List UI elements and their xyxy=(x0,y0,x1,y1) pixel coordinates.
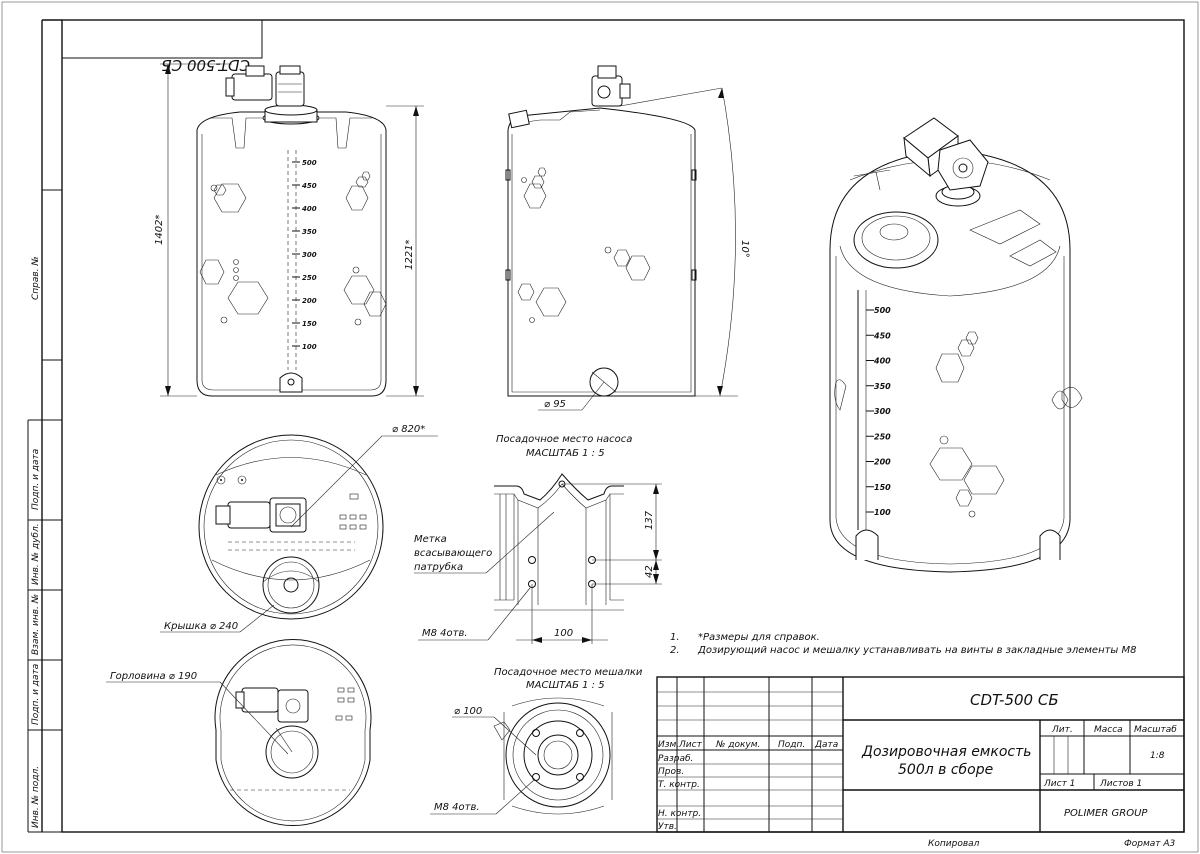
mixer-seat-detail: Посадочное место мешалки МАСШТАБ 1 : 5 ⌀… xyxy=(430,667,643,815)
iso-scale-label: 200 xyxy=(874,458,891,467)
tb-code: CDT-500 СБ xyxy=(970,691,1059,709)
format-label: Формат А3 xyxy=(1124,839,1176,849)
side-stamp: Справ. № Подп. и дата Инв. № дубл. Взам.… xyxy=(27,19,62,833)
pump-mark-line2: всасывающего xyxy=(414,548,492,559)
pump-mark-line1: Метка xyxy=(414,534,447,545)
iso-scale-label: 450 xyxy=(873,331,891,340)
iso-scale-label: 150 xyxy=(874,483,891,492)
dim-angle: 10° xyxy=(739,240,750,258)
tb-company: POLIMER GROUP xyxy=(1064,808,1148,819)
tb-masshtab: Масштаб xyxy=(1134,725,1177,735)
dim-42: 42 xyxy=(644,565,655,578)
iso-scale-label: 400 xyxy=(873,357,891,366)
mixer-seat-title: Посадочное место мешалки xyxy=(494,667,643,678)
tb-col-data: Дата xyxy=(814,740,838,750)
copied-label: Копировал xyxy=(928,839,980,849)
front-scale-label: 400 xyxy=(302,205,317,213)
tb-prov: Пров. xyxy=(658,767,684,777)
tb-lit: Лит. xyxy=(1051,725,1073,735)
pump-mark-line3: патрубка xyxy=(414,561,463,573)
dim-lid: Крышка ⌀ 240 xyxy=(164,621,238,632)
front-view: 500 450 400 350 300 250 200 150 100 1402* xyxy=(154,63,424,397)
mixer-seat-scale: МАСШТАБ 1 : 5 xyxy=(526,680,605,691)
side-view: 10° ⌀ 95 xyxy=(505,65,750,411)
note-2-num: 2. xyxy=(670,645,680,656)
tb-col-podp: Подп. xyxy=(778,740,805,750)
dim-1221: 1221* xyxy=(404,240,415,270)
title-block: Изм. Лист № докум. Подп. Дата Разраб. Пр… xyxy=(656,676,1185,833)
front-scale-label: 300 xyxy=(302,251,317,259)
front-scale-label: 250 xyxy=(302,274,317,282)
tb-col-izm: Изм. xyxy=(658,740,679,750)
tb-col-list: Лист xyxy=(678,740,703,750)
mirrored-code-box: CDT-500 СБ xyxy=(61,19,263,74)
pump-seat-detail: Посадочное место насоса МАСШТАБ 1 : 5 13… xyxy=(414,434,662,644)
iso-scale-marks: 500 450 400 350 300 250 200 150 100 xyxy=(866,306,891,517)
iso-scale-label: 300 xyxy=(874,407,891,416)
iso-scale-label: 350 xyxy=(874,382,891,391)
inner-frame xyxy=(61,19,1185,833)
front-scale-label: 150 xyxy=(302,320,317,328)
stamp-podp-data-1: Подп. и дата xyxy=(31,449,41,510)
front-scale-label: 350 xyxy=(302,228,317,236)
mixer-m8: M8 4отв. xyxy=(434,802,480,813)
tb-scale: 1:8 xyxy=(1150,751,1165,761)
pump-m8: M8 4отв. xyxy=(422,628,468,639)
iso-scale-label: 500 xyxy=(874,306,891,315)
pump-seat-title: Посадочное место насоса xyxy=(496,434,632,445)
iso-scale-label: 250 xyxy=(874,432,891,441)
dim-diam-95: ⌀ 95 xyxy=(544,399,566,410)
iso-scale-label: 100 xyxy=(874,508,891,517)
notes: 1. *Размеры для справок. 2. Дозирующий н… xyxy=(670,632,1137,656)
dim-100: 100 xyxy=(554,628,573,639)
stamp-sprav: Справ. № xyxy=(31,256,41,300)
tb-col-doc: № докум. xyxy=(715,740,760,750)
dim-137: 137 xyxy=(644,510,655,530)
stamp-inv-dubl: Инв. № дубл. xyxy=(31,523,41,585)
mirrored-code: CDT-500 СБ xyxy=(161,56,250,74)
note-1-num: 1. xyxy=(670,632,680,643)
front-scale-marks: 500 450 400 350 300 250 200 150 100 xyxy=(292,159,317,351)
pump-seat-scale: МАСШТАБ 1 : 5 xyxy=(526,448,605,459)
tb-name-2: 500л в сборе xyxy=(898,762,993,778)
tb-massa: Масса xyxy=(1094,725,1123,735)
tb-tkontr: Т. контр. xyxy=(658,780,700,790)
note-1: *Размеры для справок. xyxy=(698,632,820,643)
front-scale-label: 500 xyxy=(302,159,317,167)
front-scale-label: 100 xyxy=(302,343,317,351)
front-scale-label: 200 xyxy=(302,297,317,305)
front-scale-label: 450 xyxy=(302,182,317,190)
tb-sheet: Лист 1 xyxy=(1043,779,1075,789)
tb-razrab: Разраб. xyxy=(658,754,693,764)
tb-sheets: Листов 1 xyxy=(1099,779,1142,789)
note-2: Дозирующий насос и мешалку устанавливать… xyxy=(697,645,1137,656)
top-view-1: ⌀ 820* Крышка ⌀ 240 xyxy=(160,424,438,633)
tb-nkontr: Н. контр. xyxy=(658,809,701,819)
stamp-inv-podl: Инв. № подл. xyxy=(31,766,41,828)
isometric-view: 500 450 400 350 300 250 200 150 100 xyxy=(829,117,1083,573)
tb-utv: Утв. xyxy=(658,822,677,832)
top-view-2: Горловина ⌀ 190 xyxy=(106,639,372,827)
dim-1402: 1402* xyxy=(154,215,165,245)
dim-mixer-100: ⌀ 100 xyxy=(454,706,482,717)
stamp-podp-data-2: Подп. и дата xyxy=(31,664,41,725)
tb-name-1: Дозировочная емкость xyxy=(861,744,1032,760)
dim-diam-820: ⌀ 820* xyxy=(392,424,425,435)
dim-neck: Горловина ⌀ 190 xyxy=(110,671,197,682)
stamp-vzam-inv: Взам. инв. № xyxy=(31,594,41,655)
